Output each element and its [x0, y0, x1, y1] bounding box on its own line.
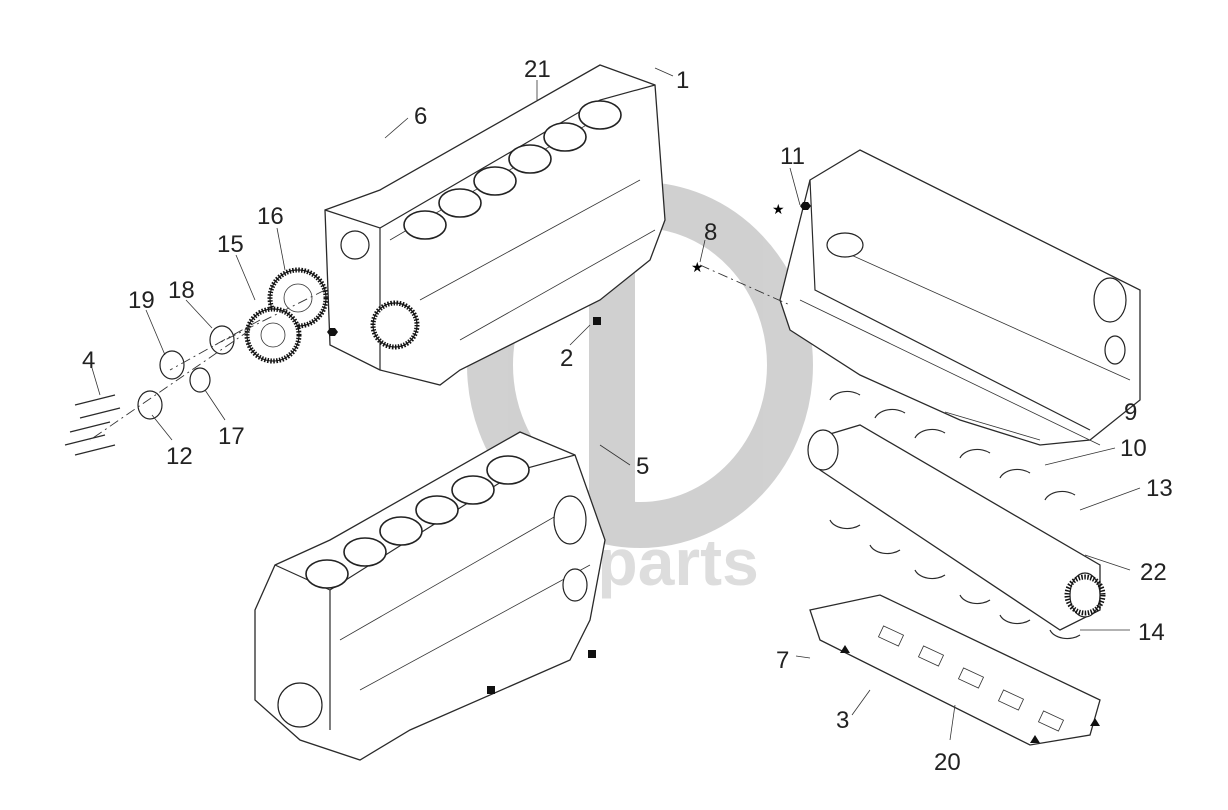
crankshaft — [807, 424, 1106, 631]
part-labels: 1 2 3 4 5 6 7 8 9 10 11 12 13 14 15 16 1… — [82, 56, 1173, 776]
engine-block-upper-left — [324, 64, 666, 386]
label-part-18: 18 — [168, 277, 195, 304]
label-part-3: 3 — [836, 707, 849, 734]
label-part-19: 19 — [128, 287, 155, 314]
plate-19 — [159, 350, 185, 380]
square-marker-icon — [588, 650, 596, 658]
label-part-22: 22 — [1140, 559, 1167, 586]
triangle-marker-icon — [1030, 735, 1040, 743]
label-part-10: 10 — [1120, 435, 1147, 462]
leader-lines — [91, 67, 1141, 741]
washer-17 — [189, 367, 211, 393]
square-marker-icon — [487, 686, 495, 694]
star-marker-icon: ★ — [772, 202, 785, 218]
bolts-4 — [64, 394, 121, 456]
label-part-13: 13 — [1146, 475, 1173, 502]
gear-15 — [244, 306, 302, 364]
bedplate-20 — [809, 594, 1101, 746]
marker-icons: ★ ★ — [327, 202, 1100, 743]
cylinder-bores-top — [403, 100, 622, 240]
engine-block-lower-left — [254, 431, 606, 761]
label-part-15: 15 — [217, 231, 244, 258]
bearing-shells — [829, 390, 1081, 640]
square-marker-icon — [593, 317, 601, 325]
label-part-21: 21 — [524, 56, 551, 83]
plate-12 — [137, 390, 163, 420]
label-part-6: 6 — [414, 103, 427, 130]
engine-block-right — [779, 149, 1141, 446]
hexagon-marker-icon — [327, 328, 338, 336]
label-part-8: 8 — [704, 219, 717, 246]
label-part-1: 1 — [676, 67, 689, 94]
label-part-17: 17 — [218, 423, 245, 450]
star-marker-icon: ★ — [691, 260, 704, 276]
label-part-2: 2 — [560, 345, 573, 372]
label-part-16: 16 — [257, 203, 284, 230]
triangle-marker-icon — [840, 645, 850, 653]
label-part-12: 12 — [166, 443, 193, 470]
label-part-9: 9 — [1124, 399, 1137, 426]
label-part-20: 20 — [934, 749, 961, 776]
triangle-marker-icon — [1090, 718, 1100, 726]
label-part-11: 11 — [780, 143, 805, 170]
label-part-7: 7 — [776, 647, 789, 674]
label-part-4: 4 — [82, 347, 95, 374]
label-part-14: 14 — [1138, 619, 1165, 646]
label-part-5: 5 — [636, 453, 649, 480]
hexagon-marker-icon — [800, 202, 811, 210]
hub-18 — [209, 325, 235, 355]
cylinder-bores-bottom — [305, 455, 530, 589]
